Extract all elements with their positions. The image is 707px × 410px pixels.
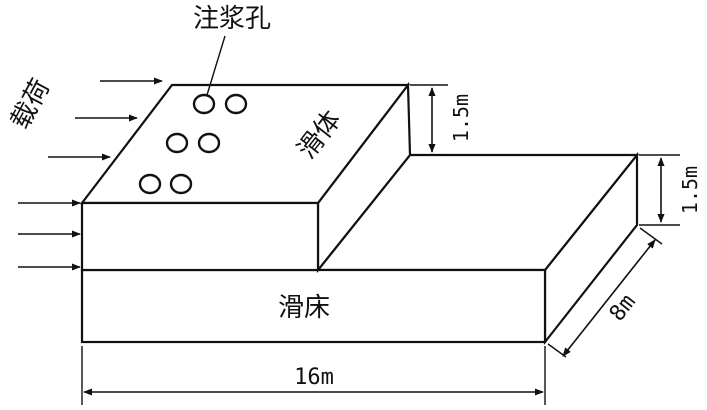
grout-hole: [169, 173, 193, 195]
grout-holes: [138, 93, 248, 195]
body-height-dimension: 1.5m: [410, 84, 473, 156]
body-height-label: 1.5m: [449, 94, 473, 142]
length-dimension: 16m: [81, 346, 546, 405]
sliding-bed-label: 滑床: [278, 293, 330, 323]
grout-hole: [224, 93, 248, 115]
bed-front-face: [80, 268, 547, 344]
grout-holes-leader: [206, 35, 226, 96]
sliding-body: [79, 81, 412, 274]
grout-holes-label: 注浆孔: [193, 4, 271, 34]
grout-hole: [165, 132, 189, 154]
body-front-face: [80, 201, 320, 272]
grout-hole: [192, 93, 216, 115]
bed-height-dimension: 1.5m: [639, 154, 702, 226]
width-extension-top: [639, 227, 663, 245]
width-dimension-line: [562, 239, 656, 357]
grout-hole: [197, 132, 221, 154]
load-label: 载荷: [5, 74, 56, 134]
load-arrows: [18, 77, 163, 271]
bed-height-label: 1.5m: [678, 166, 702, 214]
grout-hole: [138, 173, 162, 195]
length-label: 16m: [294, 365, 334, 390]
